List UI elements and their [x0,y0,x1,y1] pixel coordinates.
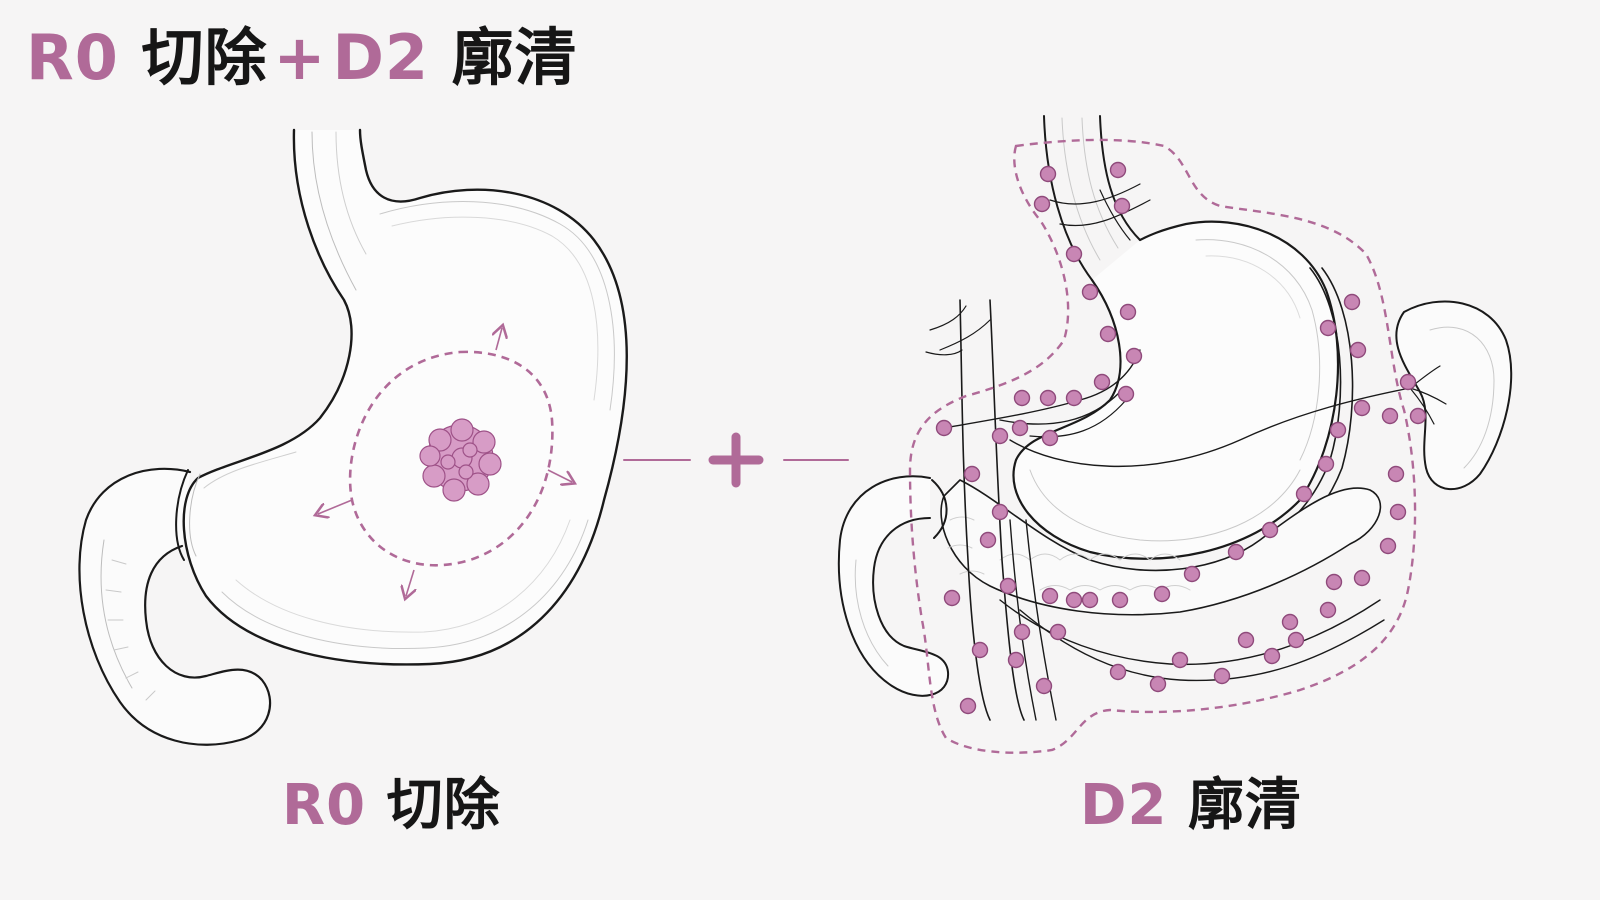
plus-connector-icon [623,432,849,488]
lymph-node-icon [1349,341,1367,359]
lymph-node-icon [1033,195,1051,213]
lymph-node-icon [1281,613,1299,631]
lymph-node-icon [1353,569,1371,587]
lymph-node-icon [1109,663,1127,681]
lymph-node-icon [1389,503,1407,521]
lymph-node-icon [971,641,989,659]
lymph-node-icon [1041,429,1059,447]
title-plus: + [273,21,327,94]
right-caption-text: 廓清 [1187,773,1302,838]
lymph-node-icon [1093,373,1111,391]
lymph-node-icon [1099,325,1117,343]
tumor-icon [419,418,502,502]
dissection-boundary-icon [908,138,1417,754]
title-r0: R0 [26,21,119,94]
lymph-node-icon [1319,601,1337,619]
lymph-node-icon [1409,407,1427,425]
lymph-node-icon [1013,623,1031,641]
lymph-node-icon [1227,543,1245,561]
page-title: R0 切除+D2 廓清 [26,22,578,93]
lymph-node-icon [1379,537,1397,555]
lymph-node-icon [1183,565,1201,583]
lymph-node-icon [1011,419,1029,437]
title-resection: 切除 [141,21,268,94]
left-caption-r0: R0 [282,773,367,838]
lymph-node-icon [1065,389,1083,407]
lymph-node-icon [943,589,961,607]
lymph-node-icon [935,419,953,437]
lymph-node-icon [1353,399,1371,417]
lymph-node-icon [1261,521,1279,539]
lymph-node-icon [1263,647,1281,665]
lymph-node-icon [1039,389,1057,407]
lymph-node-icon [1041,587,1059,605]
lymph-node-icon [1317,455,1335,473]
lymph-nodes [935,161,1427,715]
left-caption: R0 切除 [282,760,501,841]
lymph-node-icon [1153,585,1171,603]
lymph-node-icon [1013,389,1031,407]
lymph-node-icon [1125,347,1143,365]
lymph-node-icon [1081,591,1099,609]
stomach-left-icon [78,128,628,746]
lymph-node-icon [1117,385,1135,403]
lymph-node-icon [1119,303,1137,321]
lymph-node-icon [1049,623,1067,641]
right-caption-d2: D2 [1080,773,1168,838]
lymph-node-icon [991,427,1009,445]
lymph-node-icon [1111,591,1129,609]
lymph-node-icon [1039,165,1057,183]
lymph-node-icon [1381,407,1399,425]
lymph-node-icon [1325,573,1343,591]
right-caption: D2 廓清 [1080,760,1302,841]
lymph-node-icon [1035,677,1053,695]
lymph-node-icon [1113,197,1131,215]
lymph-node-icon [1387,465,1405,483]
lymph-node-icon [999,577,1017,595]
lymph-node-icon [963,465,981,483]
lymph-node-icon [1109,161,1127,179]
lymph-node-icon [1213,667,1231,685]
lymph-node-icon [1319,319,1337,337]
left-caption-text: 切除 [386,773,501,838]
title-dissection: 廓清 [451,21,578,94]
lymph-node-icon [1343,293,1361,311]
lymph-node-icon [991,503,1009,521]
lymph-node-icon [1065,245,1083,263]
lymph-node-icon [1295,485,1313,503]
lymph-node-icon [1329,421,1347,439]
lymph-node-icon [1007,651,1025,669]
lymph-node-icon [959,697,977,715]
stomach-right-icon [837,115,1513,721]
lymph-node-icon [1081,283,1099,301]
resection-margin-icon [318,328,572,596]
lymph-node-icon [1399,373,1417,391]
lymph-node-icon [1171,651,1189,669]
lymph-node-icon [979,531,997,549]
lymph-node-icon [1287,631,1305,649]
title-d2: D2 [332,21,430,94]
lymph-node-icon [1237,631,1255,649]
lymph-node-icon [1065,591,1083,609]
lymph-node-icon [1149,675,1167,693]
